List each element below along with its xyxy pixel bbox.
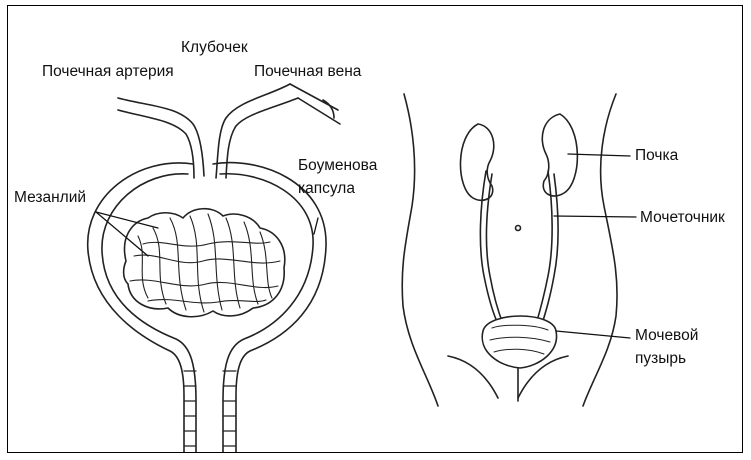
label-bowman-line1: Боуменова	[298, 156, 377, 175]
label-ureter: Мочеточник	[640, 208, 725, 227]
label-bowman-line2: капсула	[298, 179, 355, 198]
label-renal-artery: Почечная артерия	[42, 62, 174, 81]
label-kidney: Почка	[635, 146, 678, 165]
diagram-frame: Клубочек Почечная артерия Почечная вена …	[7, 5, 743, 453]
label-bladder-line2: пузырь	[635, 349, 686, 368]
label-renal-vein: Почечная вена	[254, 62, 361, 81]
label-bladder-line1: Мочевой	[635, 326, 698, 345]
kidneys-drawing	[460, 114, 577, 200]
label-mesangium: Мезанлий	[14, 188, 86, 207]
label-glomerulus: Клубочек	[181, 38, 248, 57]
